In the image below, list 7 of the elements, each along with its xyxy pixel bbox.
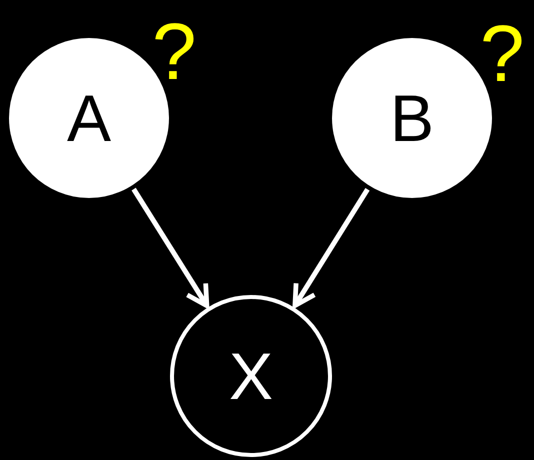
question-mark: ? [480, 14, 524, 94]
question-mark: ? [152, 12, 196, 92]
node-label: A [66, 85, 112, 151]
arrow [292, 188, 370, 308]
node-label: X [228, 343, 274, 409]
arrow [132, 188, 210, 308]
node-label: B [390, 85, 434, 151]
